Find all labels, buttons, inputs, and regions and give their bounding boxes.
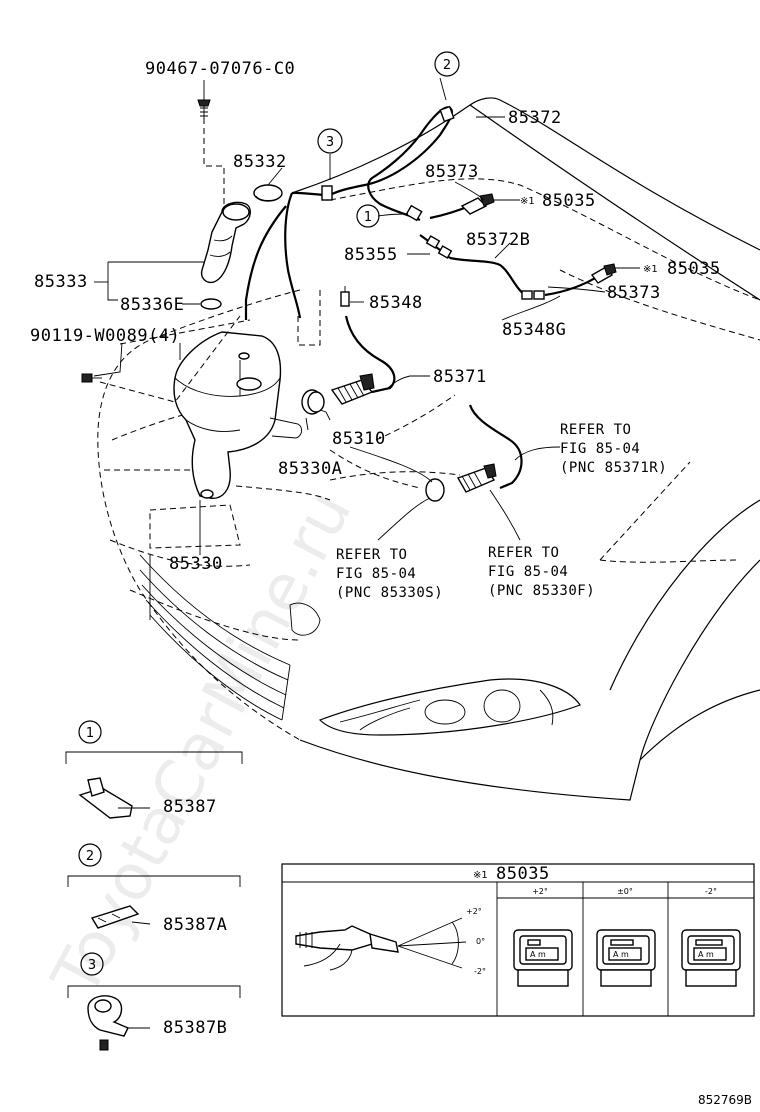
washer-jar-assembly xyxy=(173,184,303,499)
table-title: 85035 xyxy=(496,864,550,884)
connector-face-minus: A m xyxy=(681,929,741,987)
callout-1: 1 xyxy=(356,204,380,228)
col-header-minus: -2° xyxy=(705,887,717,896)
label-85387a: 85387A xyxy=(163,915,227,935)
washer-hoses xyxy=(244,106,601,490)
part-labels: 90467-07076-C0 85372 85332 85373 ※1 8503… xyxy=(30,59,721,574)
label-85332: 85332 xyxy=(233,152,287,172)
refer-note-85330f: REFER TO FIG 85-04 (PNC 85330F) xyxy=(488,545,595,599)
connector-face-zero: A m xyxy=(596,929,656,987)
ref-mark-a: ※1 xyxy=(520,196,535,207)
label-85333: 85333 xyxy=(34,272,88,292)
nozzle-angle-table: ※1 85035 +2° ±0° -2° +2° 0° -2° A m xyxy=(281,863,755,1017)
label-85387: 85387 xyxy=(163,797,217,817)
svg-text:A m: A m xyxy=(530,950,546,959)
gasket-85336e xyxy=(200,298,222,310)
svg-text:REFER TO: REFER TO xyxy=(560,422,631,438)
label-85373-lower: 85373 xyxy=(607,283,661,303)
label-85310: 85310 xyxy=(332,429,386,449)
refer-note-85371r: REFER TO FIG 85-04 (PNC 85371R) xyxy=(560,422,667,476)
label-90119-w0089: 90119-W0089(4) xyxy=(30,326,180,346)
nozzle-85035-upper xyxy=(460,193,495,215)
svg-text:A m: A m xyxy=(698,950,714,959)
col-header-plus: +2° xyxy=(532,887,548,896)
label-85348g: 85348G xyxy=(502,320,566,340)
svg-text:2: 2 xyxy=(443,58,451,73)
label-90467-07076-c0: 90467-07076-C0 xyxy=(145,59,295,79)
refer-note-85330s: REFER TO FIG 85-04 (PNC 85330S) xyxy=(336,547,443,601)
svg-text:REFER TO: REFER TO xyxy=(488,545,559,561)
col-header-zero: ±0° xyxy=(617,887,633,896)
clip-legend-3: 3 85387B xyxy=(67,952,241,1051)
label-85355: 85355 xyxy=(344,245,398,265)
svg-text:3: 3 xyxy=(326,135,334,150)
label-85371: 85371 xyxy=(433,367,487,387)
svg-text:FIG 85-04: FIG 85-04 xyxy=(488,564,568,580)
pump-85310 xyxy=(301,373,375,415)
pump-85330f xyxy=(425,463,497,502)
svg-text:(PNC 85330F): (PNC 85330F) xyxy=(488,583,595,599)
svg-text:(PNC 85330S): (PNC 85330S) xyxy=(336,585,443,601)
svg-text:FIG 85-04: FIG 85-04 xyxy=(560,441,640,457)
label-85348: 85348 xyxy=(369,293,423,313)
label-85387b: 85387B xyxy=(163,1018,227,1038)
callout-2: 2 xyxy=(434,51,460,77)
clip-legend-1: 1 85387 xyxy=(65,720,243,819)
bolt-90467 xyxy=(197,99,211,118)
svg-text:A m: A m xyxy=(613,950,629,959)
hose-joints xyxy=(321,105,545,307)
clip-legend-2: 2 85387A xyxy=(67,843,241,935)
svg-text:REFER TO: REFER TO xyxy=(336,547,407,563)
angle-label-plus: +2° xyxy=(466,907,482,916)
angle-label-minus: -2° xyxy=(474,967,486,976)
connector-face-plus: A m xyxy=(513,929,573,987)
label-85336e: 85336E xyxy=(120,295,184,315)
table-mark: ※1 xyxy=(473,870,488,881)
figure-code: 852769B xyxy=(698,1093,752,1107)
label-85035-lower: 85035 xyxy=(667,259,721,279)
svg-text:(PNC 85371R): (PNC 85371R) xyxy=(560,460,667,476)
label-85373-upper: 85373 xyxy=(425,162,479,182)
ref-mark-b: ※1 xyxy=(643,264,658,275)
svg-text:1: 1 xyxy=(86,726,94,741)
svg-text:FIG 85-04: FIG 85-04 xyxy=(336,566,416,582)
label-85372: 85372 xyxy=(508,108,562,128)
label-85035-upper: 85035 xyxy=(542,191,596,211)
bolt-90119 xyxy=(81,373,102,383)
label-85330: 85330 xyxy=(169,554,223,574)
angle-label-zero: 0° xyxy=(476,937,485,946)
label-85372b: 85372B xyxy=(466,230,530,250)
svg-text:1: 1 xyxy=(364,210,372,225)
svg-text:2: 2 xyxy=(86,849,94,864)
svg-text:3: 3 xyxy=(88,958,96,973)
callout-3: 3 xyxy=(317,128,343,154)
vehicle-body-outline xyxy=(97,97,760,801)
leader-lines xyxy=(93,77,741,563)
label-85330a: 85330A xyxy=(278,459,342,479)
nozzle-85035-lower xyxy=(590,263,617,284)
